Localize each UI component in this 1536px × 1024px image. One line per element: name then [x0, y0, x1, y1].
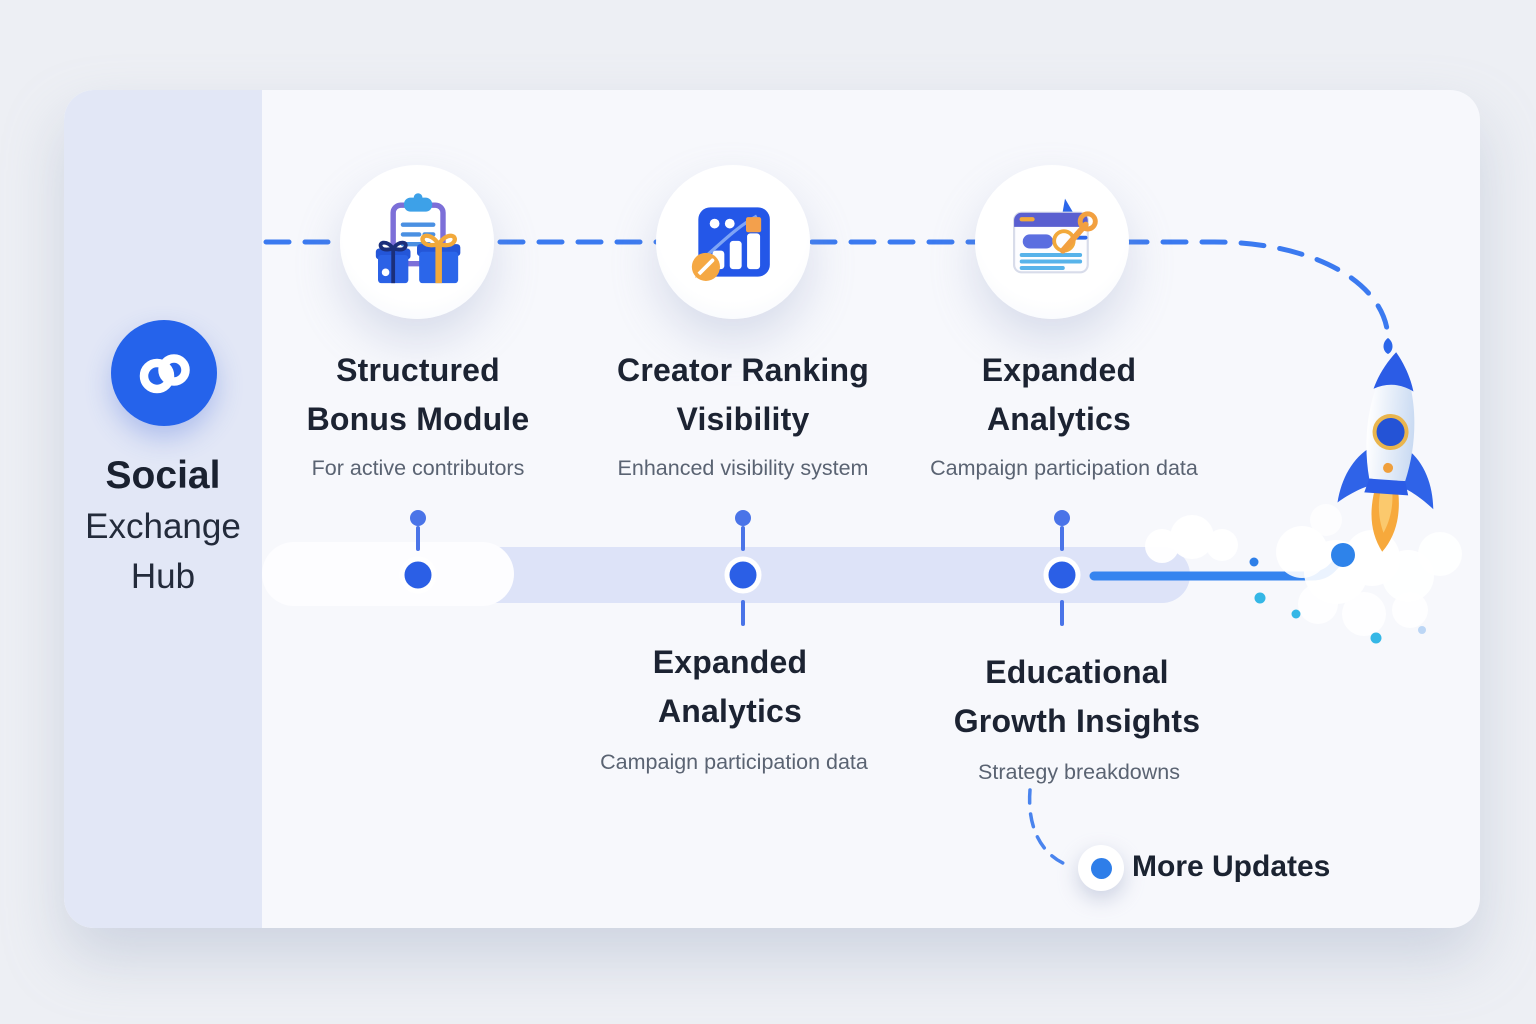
bar-chart-growth-icon	[691, 207, 770, 281]
milestone-title: Creator Ranking Visibility	[617, 352, 869, 437]
brand-sidebar: Social Exchange Hub	[64, 90, 262, 928]
milestone-title: Expanded Analytics	[981, 352, 1137, 437]
node-pin-heads	[410, 510, 1070, 526]
milestone-subtitle: For active contributors	[311, 456, 525, 480]
timeline-band	[400, 547, 1190, 603]
milestone-icon-bubble	[656, 165, 810, 319]
rocket-icon	[1337, 352, 1434, 552]
brand-line-3: Hub	[130, 557, 196, 596]
brand-name: Social Exchange Hub	[64, 450, 262, 602]
milestone-subtitle: Campaign participation data	[930, 456, 1198, 480]
milestone-subtitle: Campaign participation data	[600, 750, 868, 774]
spark-dots	[1249, 557, 1426, 644]
clipboard-gifts-icon	[375, 193, 461, 284]
brand-line-2: Exchange	[85, 507, 241, 546]
connector-teardrop	[1383, 338, 1393, 354]
brand-logo	[111, 320, 217, 426]
milestone-title: Structured Bonus Module	[306, 352, 530, 437]
timeline-band-start	[262, 542, 514, 606]
more-updates-node	[1078, 845, 1124, 891]
timeline-nodes	[399, 556, 1081, 594]
milestone-icon-bubble	[340, 165, 494, 319]
timeline-line-finish	[1089, 553, 1346, 581]
cloud-puffs	[1145, 504, 1462, 636]
brand-line-1: Social	[105, 454, 221, 497]
dashed-connector-more	[1027, 788, 1072, 868]
webpage-audit-icon	[1013, 198, 1098, 274]
milestone-title: Educational Growth Insights	[953, 654, 1201, 739]
more-updates-label: More Updates	[1132, 850, 1331, 883]
more-updates-dot-icon	[1090, 857, 1112, 879]
milestone-icon-bubble	[975, 165, 1129, 319]
linked-rings-icon	[139, 354, 190, 394]
milestone-title: Expanded Analytics	[652, 644, 808, 729]
roadmap-card: Social Exchange Hub	[64, 90, 1480, 928]
milestone-subtitle: Strategy breakdowns	[978, 760, 1180, 784]
milestone-subtitle: Enhanced visibility system	[617, 456, 869, 480]
node-pins	[416, 526, 1064, 626]
timeline-launch-node	[1331, 543, 1355, 567]
